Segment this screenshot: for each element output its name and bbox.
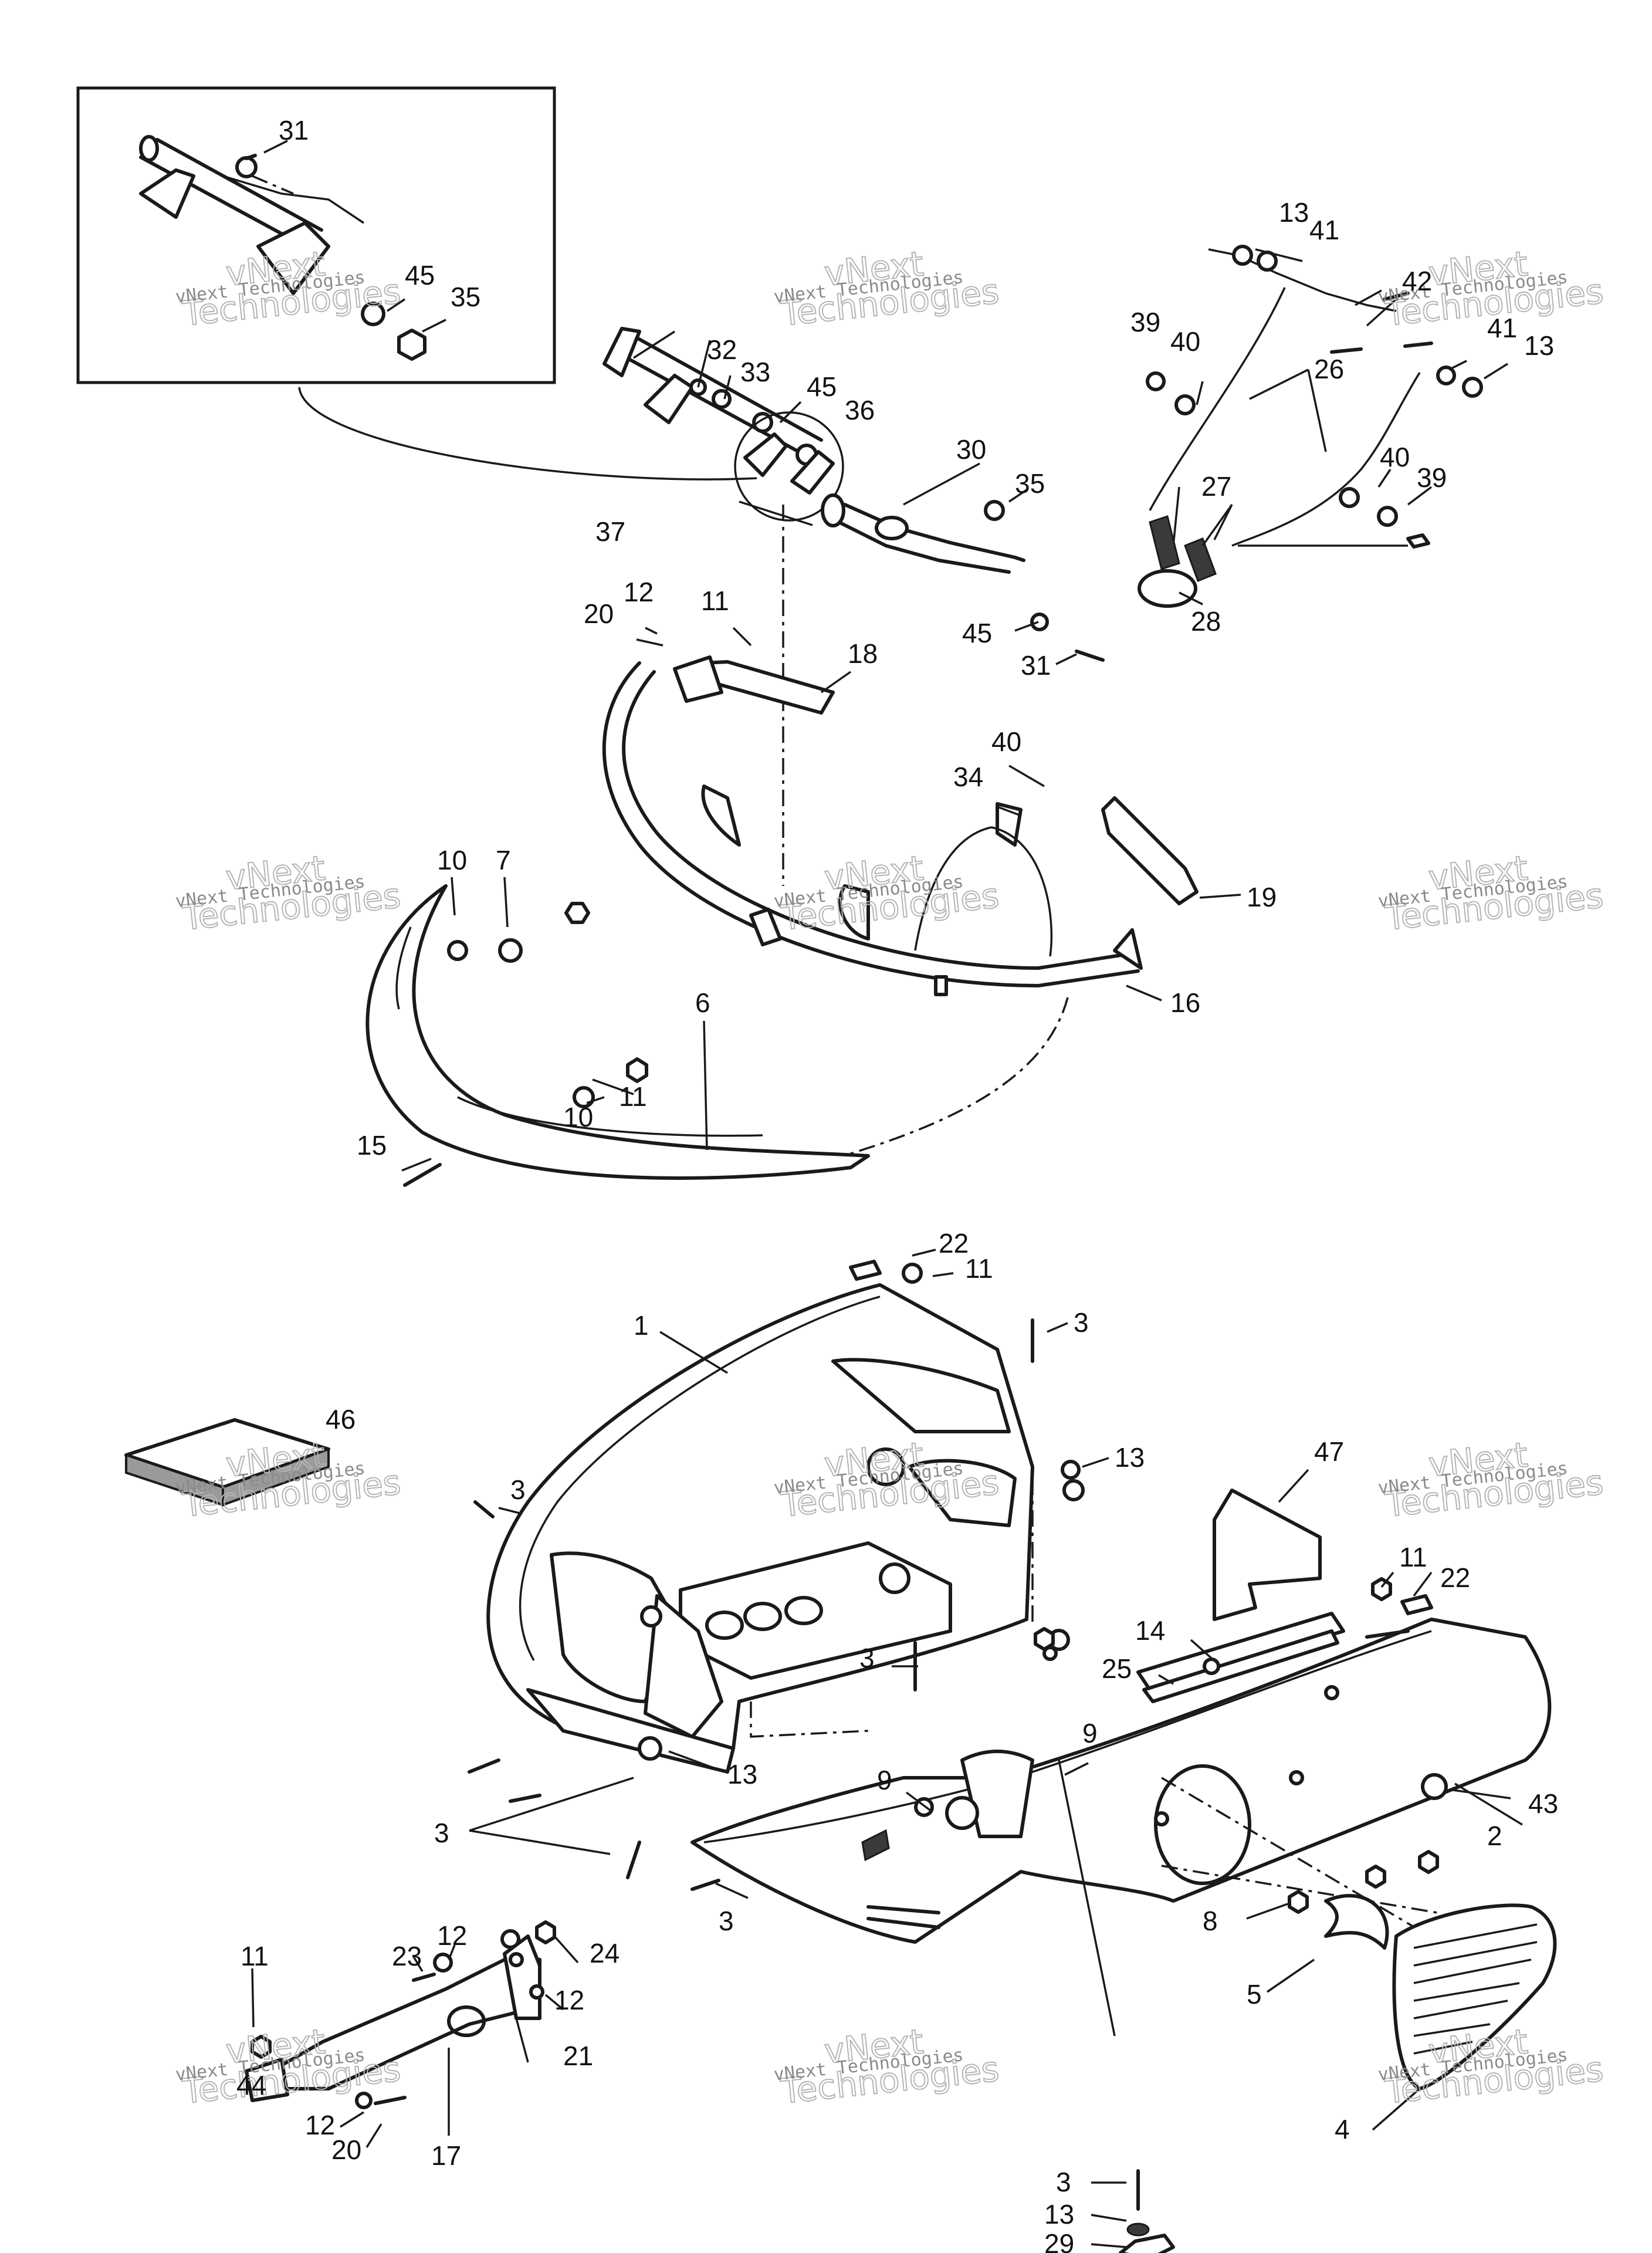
callout-11: 11 — [619, 1081, 647, 1112]
callout-39: 39 — [1130, 307, 1160, 337]
fasteners — [468, 1318, 1433, 2253]
muffler-cover — [1288, 1850, 1557, 2090]
callout-12: 12 — [437, 1920, 467, 1951]
front-bumper — [365, 884, 870, 1187]
watermark: vNext Technologies vNext Technologies — [773, 243, 1001, 334]
cable-assembly — [1138, 245, 1483, 608]
callout-4: 4 — [1335, 2114, 1350, 2144]
inset-leader-line — [298, 387, 757, 481]
callout-31: 31 — [1021, 650, 1051, 681]
foam-pad — [124, 1418, 330, 1507]
callout-13: 13 — [1524, 330, 1554, 361]
callout-11: 11 — [1399, 1542, 1427, 1572]
callout-11: 11 — [701, 586, 729, 616]
callout-35: 35 — [451, 282, 480, 312]
callout-5: 5 — [1247, 1979, 1262, 2010]
callout-29: 29 — [1044, 2228, 1074, 2253]
callout-12: 12 — [305, 2110, 335, 2140]
callout-45: 45 — [405, 260, 435, 290]
callout-23: 23 — [392, 1941, 422, 1971]
callout-11: 11 — [241, 1941, 269, 1971]
callout-46: 46 — [326, 1404, 356, 1435]
callout-40: 40 — [1380, 442, 1410, 472]
callout-1: 1 — [634, 1310, 649, 1341]
callout-34: 34 — [953, 762, 983, 792]
callout-10: 10 — [437, 845, 467, 875]
callout-19: 19 — [1247, 882, 1277, 912]
callout-14: 14 — [1135, 1615, 1165, 1646]
callout-3: 3 — [719, 1906, 734, 1936]
callout-8: 8 — [1203, 1906, 1218, 1936]
callout-26: 26 — [1314, 354, 1344, 384]
callout-24: 24 — [590, 1938, 620, 1968]
callout-35: 35 — [1015, 468, 1045, 499]
callout-3: 3 — [1056, 2167, 1071, 2197]
callout-45: 45 — [962, 618, 992, 648]
callout-41: 41 — [1487, 313, 1517, 343]
callout-22: 22 — [1440, 1562, 1470, 1593]
callout-11: 11 — [965, 1253, 993, 1284]
callout-22: 22 — [939, 1228, 969, 1259]
callout-33: 33 — [740, 357, 770, 387]
callout-13: 13 — [1044, 2199, 1074, 2230]
watermark: vNext Technologies vNext Technologies — [1377, 1434, 1606, 1525]
hood-assembly — [486, 1260, 1085, 1774]
callout-20: 20 — [584, 598, 614, 629]
watermark: vNext Technologies vNext Technologies — [773, 2021, 1001, 2112]
callout-43: 43 — [1528, 1788, 1558, 1819]
callout-18: 18 — [848, 638, 878, 669]
callout-17: 17 — [431, 2140, 461, 2171]
callout-9: 9 — [877, 1765, 892, 1795]
bracket-assembly — [602, 327, 1105, 886]
callout-9: 9 — [1082, 1718, 1098, 1748]
callout-20: 20 — [331, 2134, 361, 2165]
callout-12: 12 — [554, 1985, 584, 2015]
callout-25: 25 — [1102, 1653, 1132, 1684]
inset-detail — [76, 86, 556, 384]
callout-28: 28 — [1191, 606, 1221, 637]
callout-36: 36 — [845, 395, 875, 425]
callout-3: 3 — [434, 1818, 449, 1848]
callout-15: 15 — [357, 1130, 387, 1161]
belly-pan — [690, 1618, 1552, 2037]
bumper-assembly — [602, 655, 1199, 1175]
callout-2: 2 — [1487, 1821, 1502, 1851]
callout-39: 39 — [1417, 462, 1447, 493]
callout-6: 6 — [695, 987, 710, 1018]
callout-13: 13 — [1115, 1442, 1145, 1473]
callout-13: 13 — [727, 1759, 757, 1789]
watermark: vNext Technologies vNext Technologies — [1377, 847, 1606, 938]
callout-16: 16 — [1170, 987, 1200, 1018]
callout-31: 31 — [279, 115, 309, 146]
callout-41: 41 — [1309, 215, 1339, 245]
callout-30: 30 — [956, 434, 986, 465]
plate-and-trim — [1136, 1489, 1345, 1703]
callout-44: 44 — [236, 2070, 266, 2100]
watermark: vNext Technologies vNext Technologies — [174, 847, 403, 938]
callout-37: 37 — [595, 516, 625, 547]
callout-21: 21 — [563, 2041, 593, 2071]
callout-13: 13 — [1279, 197, 1309, 228]
callout-32: 32 — [707, 334, 737, 365]
callout-leaders — [251, 248, 1523, 2248]
watermark: vNext Technologies vNext Technologies — [773, 847, 1001, 938]
callout-40: 40 — [991, 726, 1021, 757]
callout-3: 3 — [510, 1474, 526, 1505]
callout-labels: 31 45 35 32 33 45 36 30 35 37 45 31 13 4… — [236, 115, 1558, 2253]
callout-42: 42 — [1402, 266, 1432, 296]
callout-3: 3 — [1074, 1307, 1089, 1338]
callout-27: 27 — [1201, 471, 1231, 502]
callout-10: 10 — [563, 1102, 593, 1132]
callout-7: 7 — [496, 845, 511, 875]
callout-12: 12 — [624, 577, 654, 607]
callout-45: 45 — [807, 371, 837, 402]
callout-3: 3 — [859, 1643, 875, 1673]
lower-bracket — [245, 1920, 556, 2109]
callout-47: 47 — [1314, 1436, 1344, 1467]
callout-40: 40 — [1170, 326, 1200, 357]
